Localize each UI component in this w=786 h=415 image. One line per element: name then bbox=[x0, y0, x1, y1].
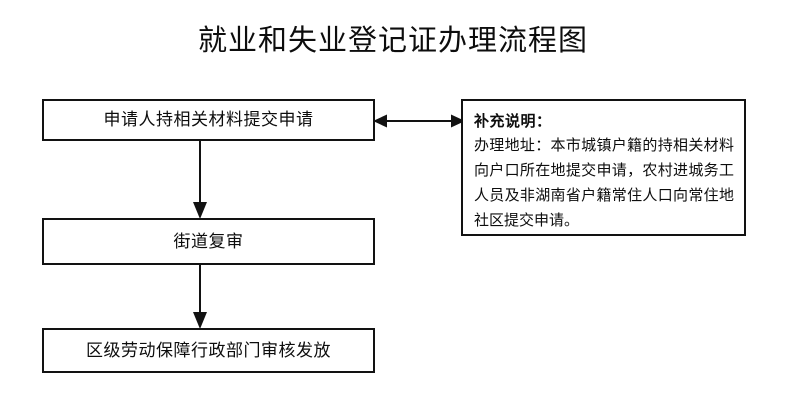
flowchart-node-apply-label: 申请人持相关材料提交申请 bbox=[103, 110, 314, 130]
flowchart-node-review-label: 街道复审 bbox=[173, 231, 244, 252]
page-title: 就业和失业登记证办理流程图 bbox=[197, 23, 588, 57]
flowchart-node-review: 街道复审 bbox=[42, 218, 375, 265]
flowchart-node-issue-label: 区级劳动保障行政部门审核发放 bbox=[86, 340, 331, 361]
flowchart-node-apply: 申请人持相关材料提交申请 bbox=[42, 99, 375, 141]
flowchart-node-issue: 区级劳动保障行政部门审核发放 bbox=[42, 328, 375, 373]
supplementary-note-panel: 补充说明： 办理地址：本市城镇户籍的持相关材料向户口所在地提交申请，农村进城务工… bbox=[461, 99, 746, 236]
connector-arrow-down-review-issue bbox=[193, 265, 207, 329]
supplementary-note-body: 办理地址：本市城镇户籍的持相关材料向户口所在地提交申请，农村进城务工人员及非湖南… bbox=[474, 136, 734, 229]
supplementary-note-heading: 补充说明： bbox=[474, 112, 552, 130]
connector-arrow-bidirectional-apply-note bbox=[373, 114, 465, 128]
connector-arrow-down-apply-review bbox=[193, 141, 207, 219]
